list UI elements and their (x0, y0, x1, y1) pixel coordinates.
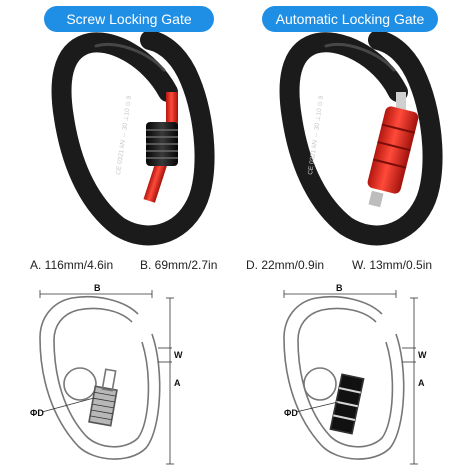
drawing-inner-outline (297, 307, 394, 448)
product-photo: CE 0321 kN ↔ 30 ⊥10 ⊙ 9 CE 0321 kN ↔ 30 … (51, 30, 443, 246)
screw-locking-gate-badge: Screw Locking Gate (44, 6, 214, 32)
drawing-outline (39, 295, 161, 460)
drawing-inner-outline (53, 307, 150, 448)
dimension-d: D. 22mm/0.9in (246, 258, 325, 272)
auto-lock-sleeve (367, 106, 419, 194)
d-leader (295, 401, 339, 413)
label-b-left: B (94, 283, 101, 293)
dimension-a: A. 116mm/4.6in (30, 258, 114, 272)
label-w-right: W (418, 350, 427, 360)
gate-top-drawing (101, 368, 117, 392)
automatic-locking-gate-badge: Automatic Locking Gate (262, 6, 438, 32)
sleeve-pattern (90, 391, 116, 421)
dimension-b: B. 69mm/2.7in (140, 258, 218, 272)
carabiner-highlight (94, 43, 166, 72)
sleeve-grooves (372, 123, 416, 169)
dimension-list: A. 116mm/4.6in B. 69mm/2.7in D. 22mm/0.9… (0, 258, 470, 278)
gate-red-bottom (143, 157, 169, 203)
engraving-right: CE 0321 kN ↔ 30 ⊥10 ⊙ 9 (307, 95, 325, 175)
label-b-right: B (336, 283, 343, 293)
sleeve-stripes (333, 387, 361, 421)
label-a-right: A (418, 378, 425, 388)
auto-lock-carabiner: CE 0321 kN ↔ 30 ⊥10 ⊙ 9 (279, 30, 443, 246)
sleeve-knurling (146, 129, 178, 159)
label-w-left: W (174, 350, 183, 360)
left-dimension-lines (39, 290, 174, 465)
dimension-w: W. 13mm/0.5in (352, 258, 433, 272)
screw-lock-drawing (39, 295, 161, 460)
label-d-left: ΦD (30, 408, 44, 418)
carabiner-highlight (324, 43, 396, 72)
label-a-left: A (174, 378, 181, 388)
gate-silver-bottom (368, 190, 384, 208)
right-dimension-lines (283, 290, 418, 465)
carabiner-body (51, 30, 215, 246)
engraving-left: CE 0321 kN ↔ 30 ⊥10 ⊙ 9 (115, 95, 133, 175)
auto-lock-drawing (283, 295, 405, 460)
d-leader (41, 397, 95, 413)
drawing-outline (283, 295, 405, 460)
dimension-drawings: B A W ΦD B A W ΦD (30, 283, 427, 465)
screw-lock-carabiner: CE 0321 kN ↔ 30 ⊥10 ⊙ 9 (51, 30, 215, 246)
gate-red-top (166, 92, 178, 128)
carabiner-body (279, 30, 443, 246)
gate-silver-top (396, 92, 406, 114)
gate-pivot-circle (303, 367, 337, 401)
label-d-right: ΦD (284, 408, 298, 418)
gate-pivot-circle (63, 367, 97, 401)
